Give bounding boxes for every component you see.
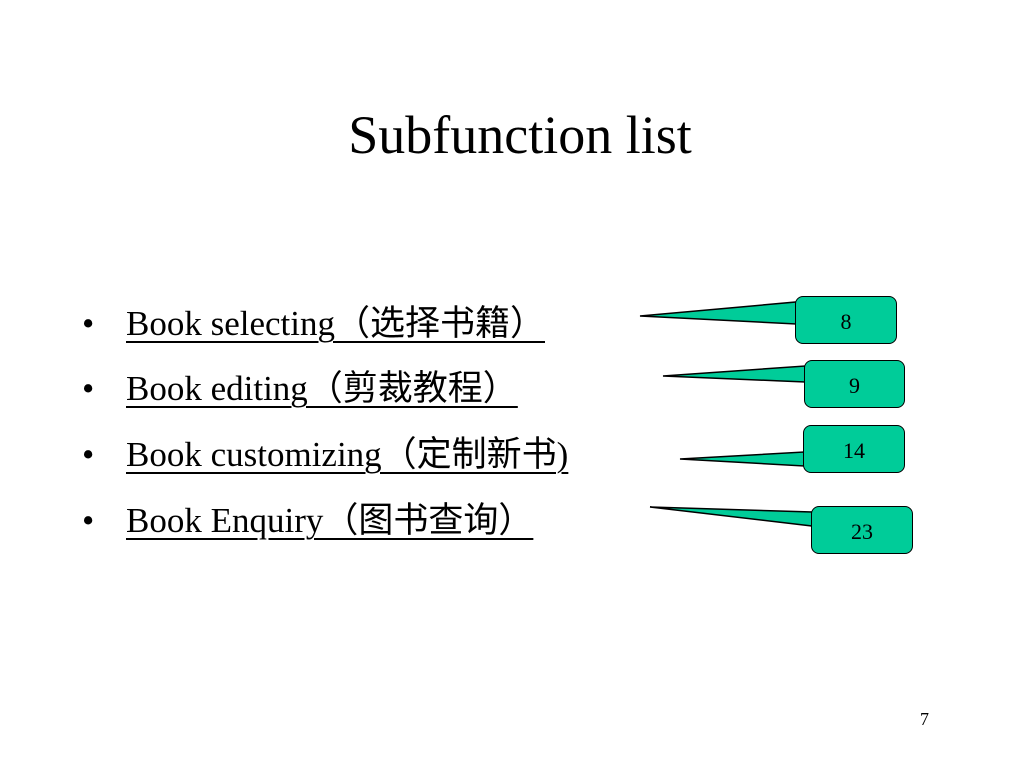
book-selecting-link[interactable]: Book selecting（选择书籍）	[126, 304, 545, 343]
bullet-icon: •	[82, 369, 95, 408]
list-item: • Book selecting（选择书籍）	[82, 299, 545, 349]
bullet-icon: •	[82, 435, 95, 474]
book-customizing-link[interactable]: Book customizing（定制新书)	[126, 435, 569, 474]
list-item: • Book editing（剪裁教程）	[82, 364, 518, 414]
page-ref-callout-editing[interactable]: 9	[804, 360, 905, 408]
book-enquiry-link[interactable]: Book Enquiry（图书查询）	[126, 501, 534, 540]
bullet-icon: •	[82, 304, 95, 343]
list-item: • Book Enquiry（图书查询）	[82, 496, 533, 546]
page-ref-callout-customizing[interactable]: 14	[803, 425, 905, 473]
page-ref-callout-enquiry[interactable]: 23	[811, 506, 913, 554]
book-editing-link[interactable]: Book editing（剪裁教程）	[126, 369, 518, 408]
page-ref-callout-selecting[interactable]: 8	[795, 296, 897, 344]
list-item: • Book customizing（定制新书)	[82, 430, 568, 480]
slide-title: Subfunction list	[348, 105, 692, 165]
page-number: 7	[920, 709, 929, 729]
bullet-icon: •	[82, 501, 95, 540]
